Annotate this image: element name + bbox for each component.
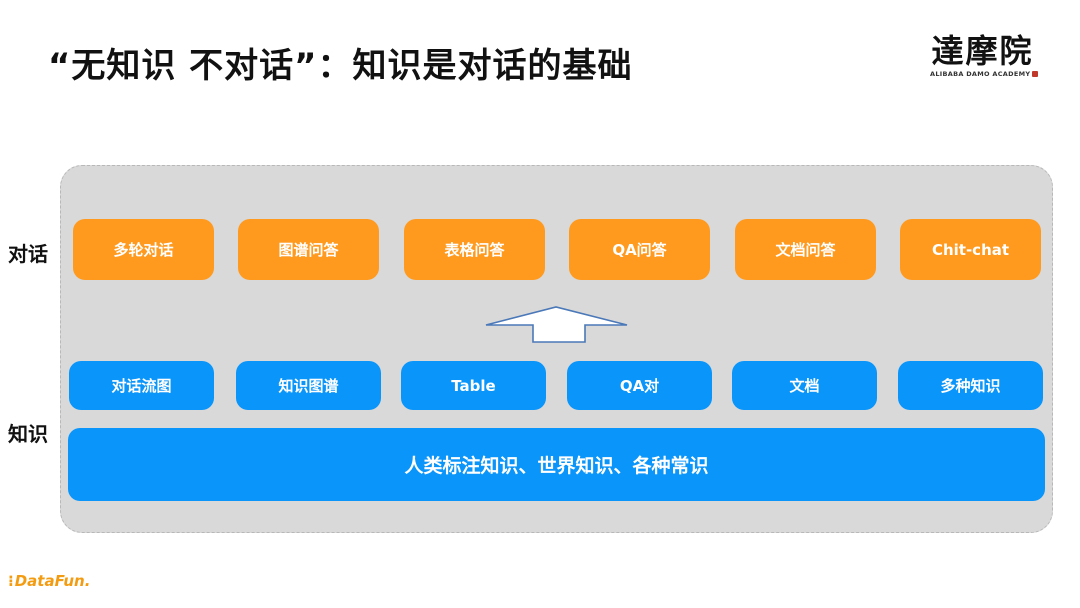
dots-icon: ⁝ (8, 572, 14, 590)
logo-english-text: ALIBABA DAMO ACADEMY (930, 70, 1039, 78)
datafun-logo-text: DataFun. (14, 572, 91, 590)
logo-english-label: ALIBABA DAMO ACADEMY (930, 70, 1031, 78)
dialog-type-box: 图谱问答 (238, 219, 379, 280)
seal-icon (1032, 71, 1039, 77)
page-title: “无知识 不对话”：知识是对话的基础 (48, 46, 633, 86)
knowledge-base-bar: 人类标注知识、世界知识、各种常识 (68, 428, 1045, 501)
damo-academy-logo: 達摩院 ALIBABA DAMO ACADEMY (920, 26, 1045, 86)
knowledge-type-box: 对话流图 (69, 361, 214, 410)
dialog-type-box: QA问答 (569, 219, 710, 280)
datafun-logo: ⁝DataFun. (8, 572, 90, 590)
dialog-type-box: 多轮对话 (73, 219, 214, 280)
dialog-layer-label: 对话 (8, 242, 48, 266)
knowledge-layer-label: 知识 (8, 422, 48, 446)
dialog-type-box: 表格问答 (404, 219, 545, 280)
knowledge-type-box: 文档 (732, 361, 877, 410)
dialog-type-box: Chit-chat (900, 219, 1041, 280)
dialog-type-box: 文档问答 (735, 219, 876, 280)
logo-chinese-text: 達摩院 (931, 32, 1034, 70)
up-arrow-icon (485, 306, 628, 343)
knowledge-type-box: 多种知识 (898, 361, 1043, 410)
knowledge-type-box: Table (401, 361, 546, 410)
knowledge-type-box: 知识图谱 (236, 361, 381, 410)
knowledge-type-box: QA对 (567, 361, 712, 410)
